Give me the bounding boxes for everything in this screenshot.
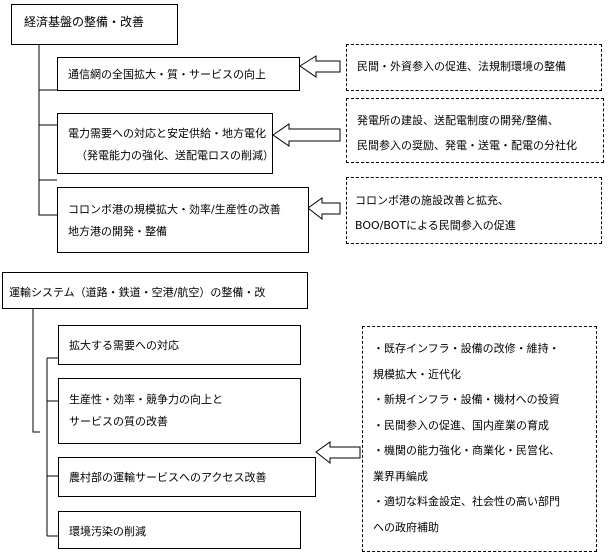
section2-title: 運輸システム（道路・鉄道・空港/航空）の整備・改 — [9, 286, 266, 299]
tree-line-section2 — [32, 308, 40, 433]
item-text: 環境汚染の削減 — [69, 525, 146, 538]
arrow-left-icon — [299, 55, 341, 78]
note-text: 発電所の建設、送配電制度の開発/整備、 — [357, 114, 559, 127]
item-text: コロンボ港の規模拡大・効率/生産性の改善 — [68, 203, 281, 216]
note-text: 民間参入の奨励、発電・送電・配電の分社化 — [357, 139, 577, 152]
note-text: 民間・外資参入の促進、法規制環境の整備 — [357, 60, 566, 73]
section1-title-box: 経済基盤の整備・改善 — [11, 4, 178, 45]
section1-note-2: 発電所の建設、送配電制度の開発/整備、 民間参入の奨励、発電・送電・配電の分社化 — [346, 98, 604, 163]
section1-note-3: コロンボ港の施設改善と拡充、 BOO/BOTによる民間参入の促進 — [346, 177, 602, 244]
note-text: コロンボ港の施設改善と拡充、 — [355, 194, 509, 207]
section1-note-1: 民間・外資参入の促進、法規制環境の整備 — [346, 44, 602, 91]
section1-item-3: コロンボ港の規模拡大・効率/生産性の改善 地方港の開発・整備 — [57, 187, 309, 253]
note-text: ・適切な料金設定、社会性の高い部門 — [373, 495, 560, 508]
section1-title: 経済基盤の整備・改善 — [24, 15, 145, 29]
arrow-left-icon — [315, 441, 361, 465]
item-text: 電力需要への対応と安定供給・地方電化 — [68, 127, 266, 140]
section2-item-1: 拡大する需要への対応 — [58, 325, 301, 365]
section2-item-2: 生産性・効率・競争力の向上と サービスの質の改善 — [58, 378, 301, 444]
section2-item-4: 環境汚染の削減 — [58, 511, 301, 549]
tree-line-section1 — [38, 45, 57, 216]
arrow-left-icon — [307, 197, 341, 221]
note-text: ・機関の能力強化・商業化・民営化、 — [373, 444, 560, 457]
item-text: 農村部の運輸サービスへのアクセス改善 — [69, 471, 267, 484]
item-text: 生産性・効率・競争力の向上と — [69, 393, 223, 406]
item-text: 拡大する需要への対応 — [69, 339, 179, 352]
section1-item-2: 電力需要への対応と安定供給・地方電化 （発電能力の強化、送配電ロスの削減） — [57, 113, 274, 174]
section1-item-1: 通信網の全国拡大・質・サービスの向上 — [57, 57, 300, 91]
section2-item-3: 農村部の運輸サービスへのアクセス改善 — [58, 457, 316, 497]
section2-note: ・既存インフラ・設備の改修・維持・ 規模拡大・近代化 ・新規インフラ・設備・機材… — [362, 326, 597, 552]
note-text: ・民間参入の促進、国内産業の育成 — [373, 418, 549, 432]
item-text: サービスの質の改善 — [69, 415, 168, 428]
arrow-left-icon — [272, 123, 341, 147]
note-text: 規模拡大・近代化 — [373, 367, 461, 381]
section2-title-box: 運輸システム（道路・鉄道・空港/航空）の整備・改 — [2, 272, 308, 309]
item-text: 地方港の開発・整備 — [68, 225, 167, 238]
item-text: 通信網の全国拡大・質・サービスの向上 — [68, 68, 266, 81]
note-text: BOO/BOTによる民間参入の促進 — [355, 219, 516, 232]
note-text: ・既存インフラ・設備の改修・維持・ — [373, 342, 560, 355]
note-text: ・新規インフラ・設備・機材への投資 — [373, 393, 560, 406]
note-text: 業界再編成 — [373, 469, 428, 483]
item-text: （発電能力の強化、送配電ロスの削減） — [76, 149, 274, 162]
note-text: への政府補助 — [373, 520, 439, 534]
